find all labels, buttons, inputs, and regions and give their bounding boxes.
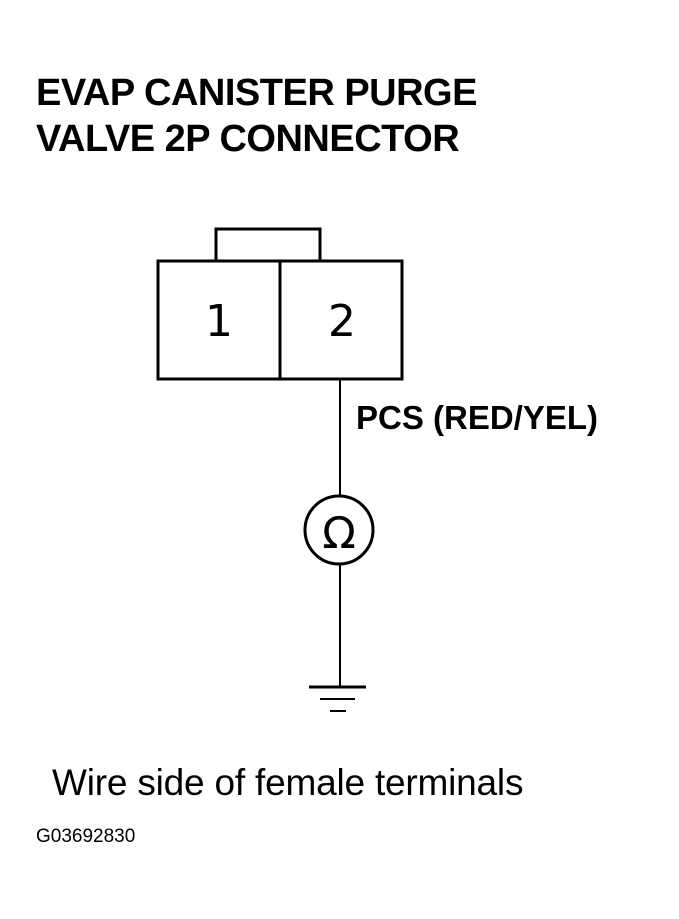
ohmmeter-icon: Ω (303, 494, 375, 566)
title-line-1: EVAP CANISTER PURGE (36, 72, 477, 114)
wire-color-label: PCS (RED/YEL) (356, 399, 598, 436)
terminal-2-label: 2 (328, 296, 356, 347)
figure-id: G03692830 (36, 826, 136, 847)
terminal-view-caption: Wire side of female terminals (52, 762, 524, 803)
ohm-symbol: Ω (322, 508, 356, 559)
terminal-1-label: 1 (205, 296, 233, 347)
diagram-title: EVAP CANISTER PURGE VALVE 2P CONNECTOR (36, 70, 477, 162)
connector-lock-tab (214, 227, 322, 264)
ground-icon (309, 685, 366, 712)
title-line-2: VALVE 2P CONNECTOR (36, 118, 460, 160)
